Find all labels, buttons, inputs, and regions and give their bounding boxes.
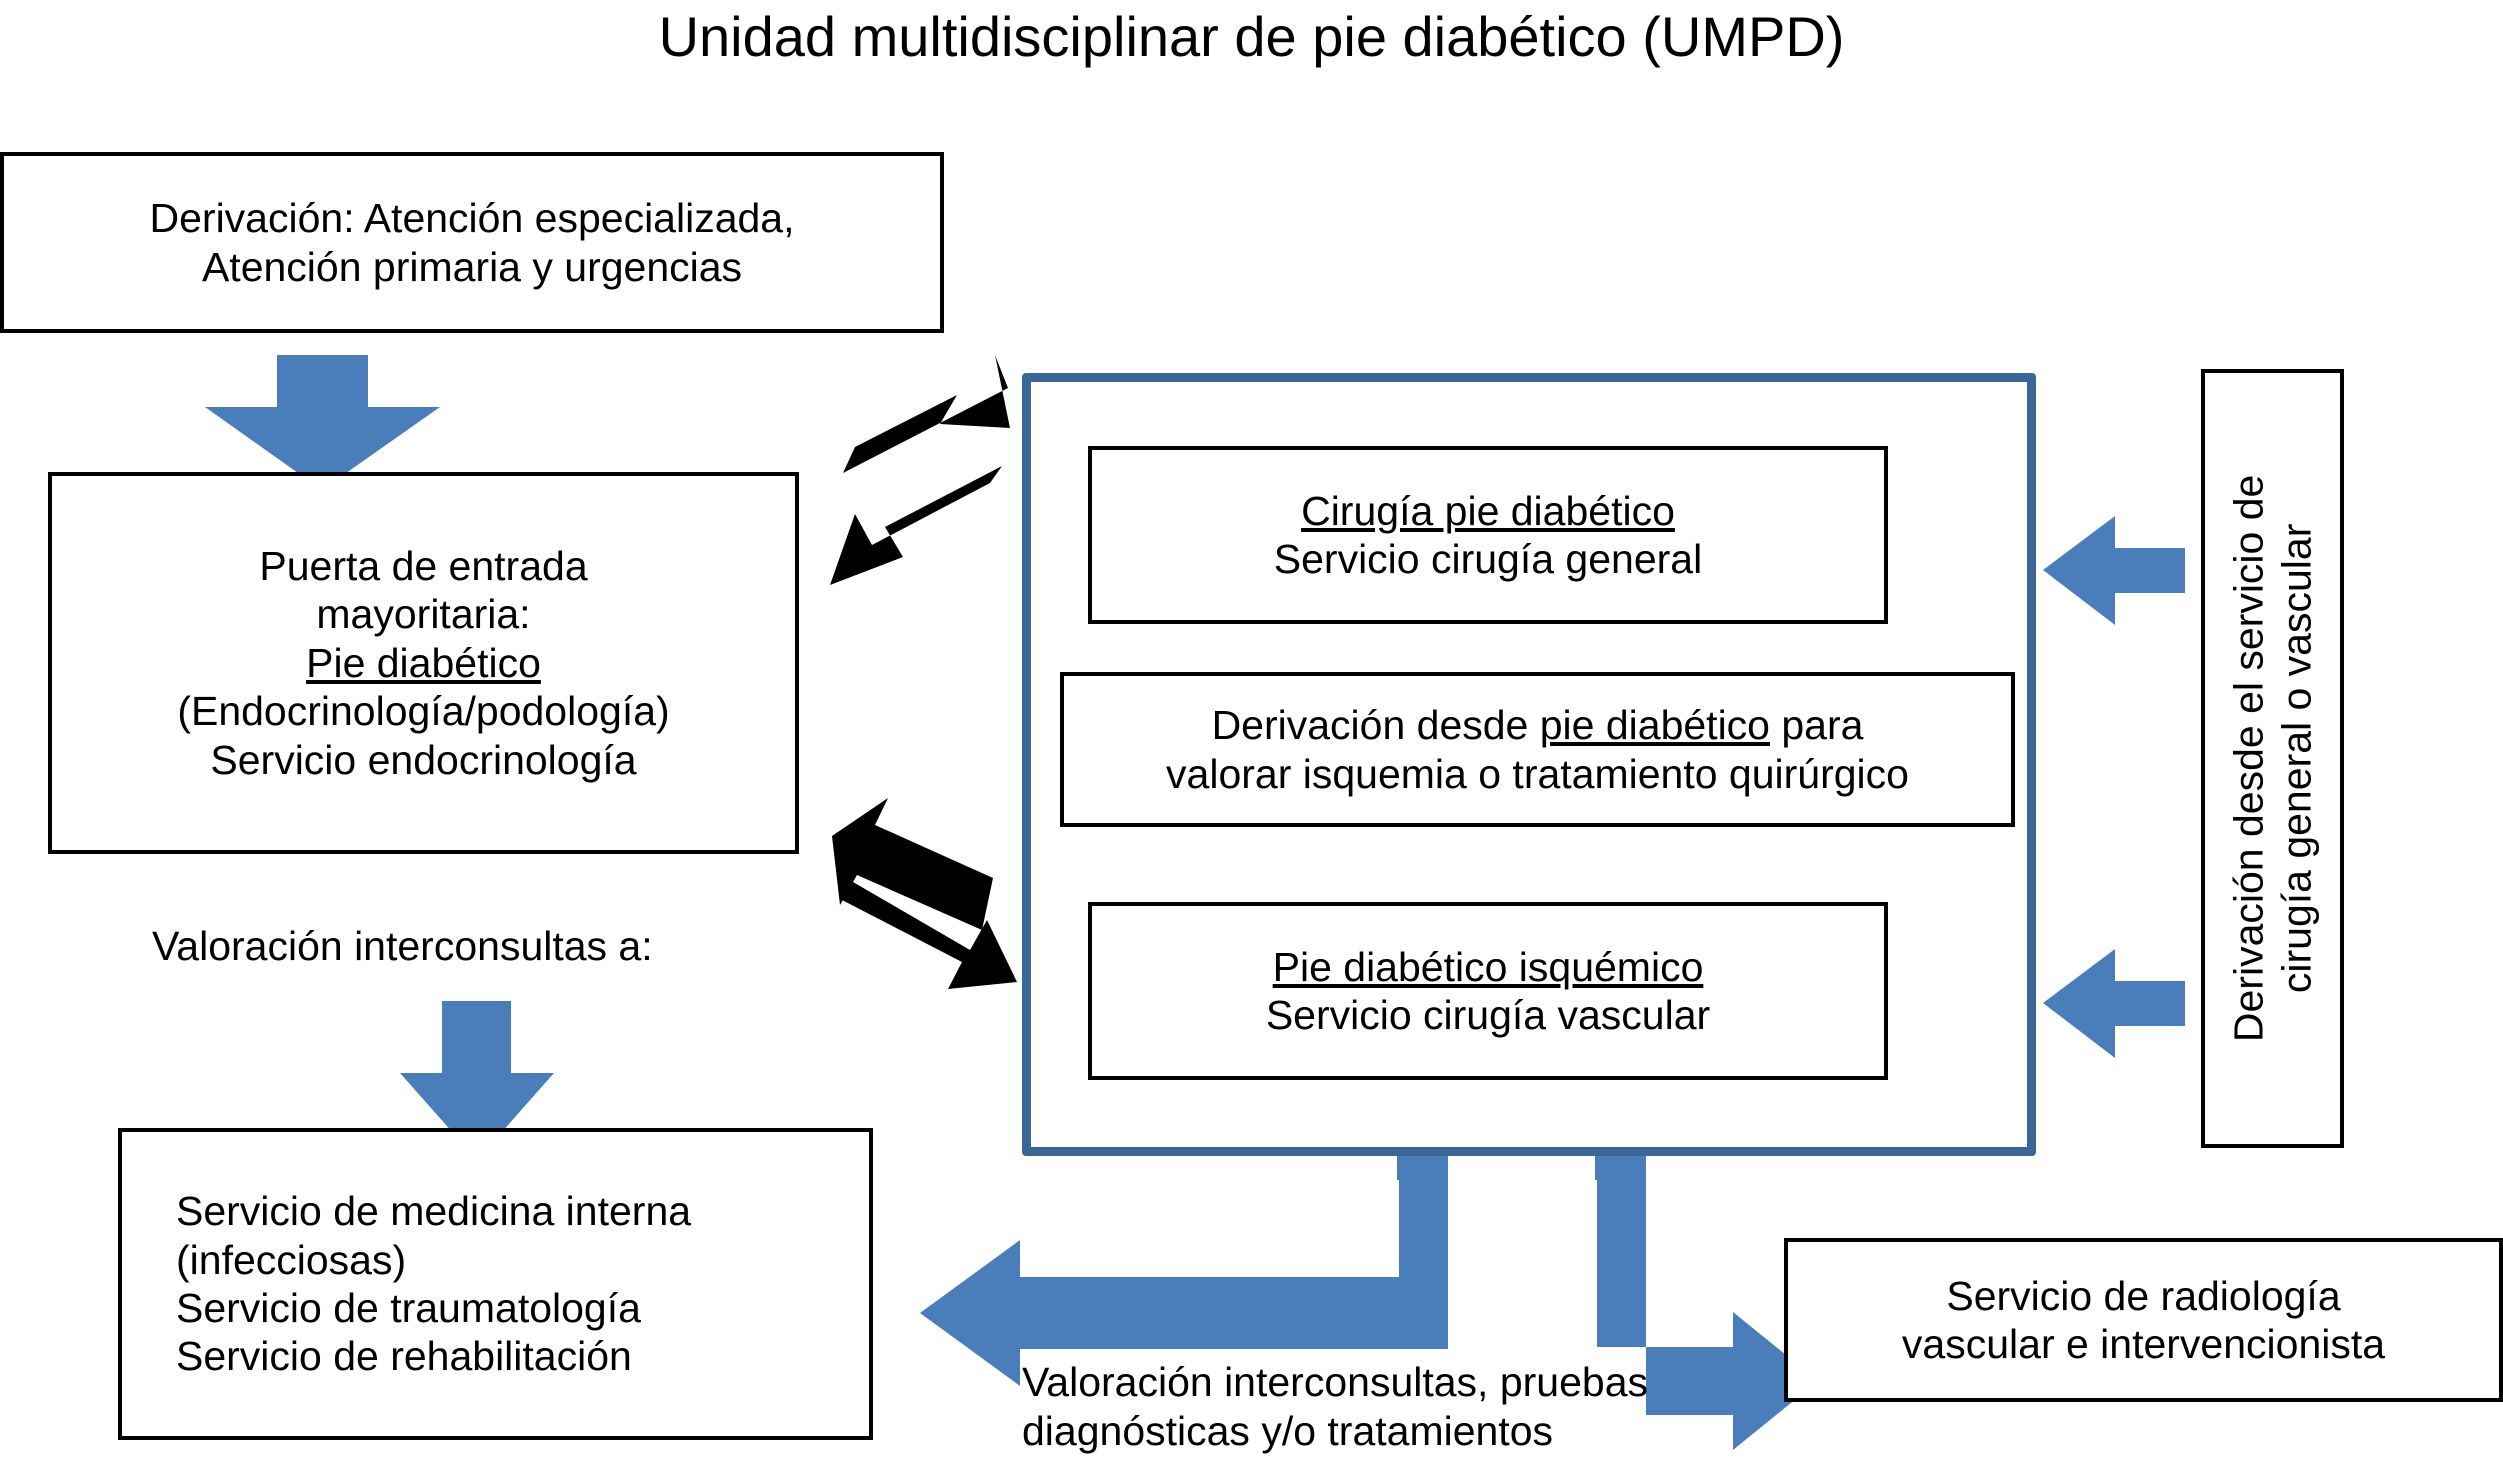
derivacion-valorar-pre: Derivación desde [1211,702,1540,749]
page-title: Unidad multidisciplinar de pie diabético… [658,5,1845,68]
derivacion-entrada-line-1: Derivación: Atención especializada, [149,195,795,242]
interconsultas-destino-line-3: Servicio de traumatología [176,1285,641,1331]
arrow-elbow-down-left [920,1080,1448,1386]
derivacion-valorar-post: para [1769,702,1864,749]
pie-isquemico-underlined: Pie diabético isquémico [1272,943,1704,990]
derivacion-entrada-line-2: Atención primaria y urgencias [201,243,743,290]
arrow-left-blue-upper [2043,516,2185,625]
box-derivacion-lateral: Derivación desde el servicio de cirugía … [2201,369,2344,1148]
box-derivacion-entrada: Derivación: Atención especializada, Aten… [0,152,944,333]
derivacion-lateral-text-wrap: Derivación desde el servicio de cirugía … [2224,475,2321,1042]
interconsultas-destino-line-1: Servicio de medicina interna [176,1188,692,1235]
box-radiologia: Servicio de radiología vascular e interv… [1784,1238,2503,1402]
arrow-black-lower-left [832,798,993,930]
box-derivacion-valorar: Derivación desde pie diabético para valo… [1060,672,2015,827]
box-pie-diabetico-isquemico: Pie diabético isquémico Servicio cirugía… [1088,902,1888,1080]
derivacion-lateral-line-2: cirugía general o vascular [2273,523,2320,994]
interconsultas-destino-line-4: Servicio de rehabilitación [176,1333,632,1380]
derivacion-lateral-line-1: Derivación desde el servicio de [2225,474,2272,1043]
derivacion-valorar-line-2: valorar isquemia o tratamiento quirúrgic… [1166,750,1909,797]
puerta-entrada-line-3: Pie diabético [66,639,781,687]
arrow-down-interconsultas [400,1001,554,1160]
valoracion-pruebas-line-2: diagnósticas y/o tratamientos [1022,1408,1553,1455]
cirugia-pie-underlined: Cirugía pie diabético [1301,487,1675,534]
arrow-black-lower-right [842,882,1017,989]
cirugia-pie-line-2: Servicio cirugía general [1273,536,1703,582]
arrow-elbow-down-right [1597,1080,1818,1450]
derivacion-valorar-line-1: Derivación desde pie diabético para [1064,701,2011,749]
puerta-entrada-line-5: Servicio endocrinología [210,736,637,783]
box-puerta-entrada: Puerta de entrada mayoritaria: Pie diabé… [48,472,799,854]
radiologia-line-1: Servicio de radiología [1946,1272,2341,1319]
arrow-black-upper-left [830,466,1002,585]
interconsultas-destino-line-2: (infecciosas) [176,1236,407,1283]
derivacion-valorar-underlined: pie diabético [1539,702,1770,749]
label-valoracion-interconsultas-a: Valoración interconsultas a: [152,923,653,969]
pie-isquemico-line-2: Servicio cirugía vascular [1265,992,1711,1038]
puerta-entrada-line-4: (Endocrinología/podología) [177,688,670,735]
radiologia-line-2: vascular e intervencionista [1901,1321,2386,1367]
puerta-entrada-underlined: Pie diabético [306,639,541,686]
puerta-entrada-line-2: mayoritaria: [316,591,531,638]
box-cirugia-pie-diabetico: Cirugía pie diabético Servicio cirugía g… [1088,446,1888,624]
box-interconsultas-destino: Servicio de medicina interna (infecciosa… [118,1128,873,1440]
arrow-down-entrada [205,355,440,490]
valoracion-pruebas-line-1: Valoración interconsultas, pruebas [1022,1359,1648,1405]
cirugia-pie-line-1: Cirugía pie diabético [1092,487,1884,535]
label-valoracion-pruebas: Valoración interconsultas, pruebas diagn… [1022,1358,1648,1456]
arrow-left-blue-lower [2043,949,2185,1058]
arrow-black-upper-right [843,355,1010,473]
pie-isquemico-line-1: Pie diabético isquémico [1092,943,1884,991]
puerta-entrada-line-1: Puerta de entrada [259,543,588,590]
